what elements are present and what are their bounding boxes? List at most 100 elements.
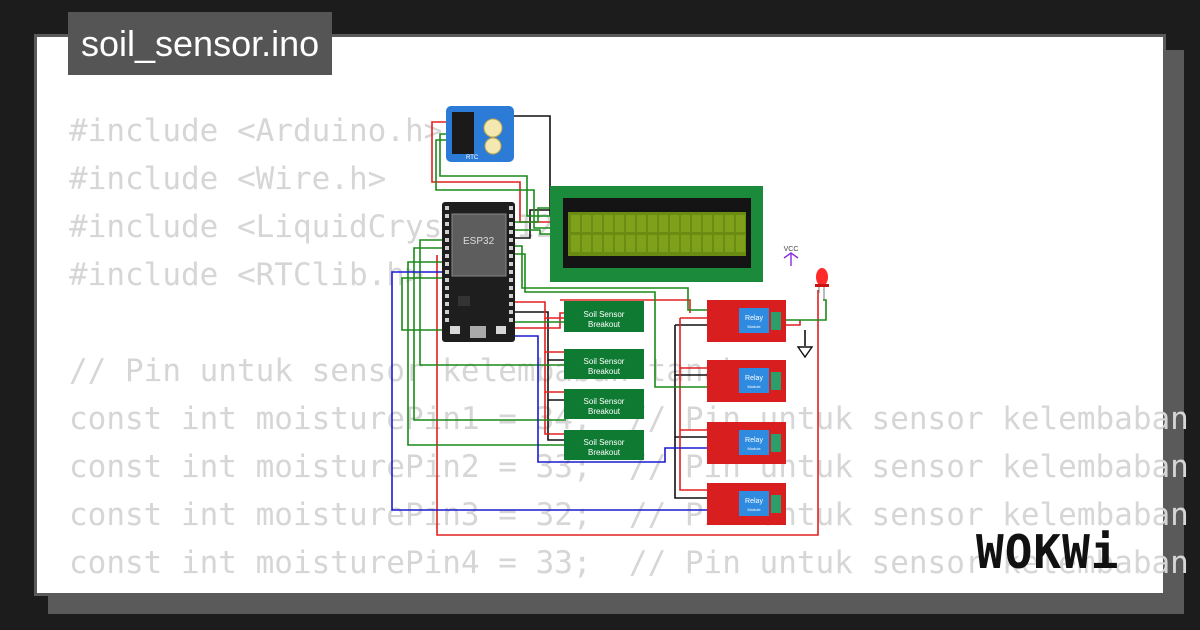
code-line: #include <Wire.h> [69,161,387,197]
lcd-cell [736,235,745,252]
esp32-pin [445,254,449,258]
wire-green [512,245,710,311]
relay-module[interactable]: Relay Module [707,483,786,525]
wire-red [544,392,566,435]
code-line: const int moisturePin2 = 33; // Pin untu… [69,449,1189,485]
soil-sensor-label: Soil Sensor [584,438,625,447]
soil-sensor-board [564,301,644,332]
esp32-button [450,326,460,334]
vcc-symbol[interactable]: VCC [783,246,799,266]
rtc-battery [484,137,502,155]
wire-red [512,312,566,329]
esp32-pin [509,294,513,298]
ground-triangle [796,346,814,359]
lcd-cell [571,215,580,232]
soil-sensor[interactable]: Soil Sensor Breakout [564,389,644,419]
lcd-cells [571,215,745,252]
esp32-pin [509,238,513,242]
lcd-cell [670,235,679,252]
rtc-module[interactable]: RTC [446,106,514,162]
esp32-pin [445,302,449,306]
esp32-pin [445,270,449,274]
relay-sublabel: Module [747,384,761,389]
lcd-cell [681,235,690,252]
soil-sensor-label: Soil Sensor [584,310,625,319]
esp32-pin [509,262,513,266]
esp32-label: ESP32 [463,236,495,247]
wire-black [512,311,566,361]
rtc-chip [452,112,474,154]
code-line: const int moisturePin3 = 32; // Pin untu… [69,497,1189,533]
esp32-pin [445,230,449,234]
relay-sublabel: Module [747,446,761,451]
esp32-pin [445,286,449,290]
lcd-cell [670,215,679,232]
vcc-label: VCC [784,246,799,253]
soil-sensor-board [564,430,644,460]
esp32-pin [509,246,513,250]
wire-green [407,261,566,446]
esp32-pin [445,310,449,314]
esp32-pin [509,310,513,314]
esp32-pin [445,238,449,242]
esp32-pin [509,222,513,226]
rtc-battery [483,118,503,138]
lcd-cell [637,215,646,232]
lcd-cell [593,235,602,252]
soil-sensor[interactable]: Soil Sensor Breakout [564,301,644,332]
code-background: #include <Arduino.h> #include <Wire.h> #in… [69,107,1189,587]
esp32-pin [445,206,449,210]
relay-module[interactable]: Relay Module [707,360,786,402]
soil-sensor-sublabel: Breakout [588,320,621,329]
soil-sensor-label: Soil Sensor [584,397,625,406]
relay-module[interactable]: Relay Module [707,422,786,464]
relay-block [739,430,769,455]
esp32-pin [445,318,449,322]
soil-sensor-sublabel: Breakout [588,407,621,416]
wire-green [413,247,566,421]
code-line: #include <Arduino.h> [69,113,443,149]
lcd-display[interactable] [550,186,763,282]
lcd-cell [615,235,624,252]
usb-port [470,326,486,338]
esp32-pin [509,206,513,210]
wire-green [515,207,556,223]
esp32-board[interactable]: ESP32 [442,202,515,342]
lcd-cell [725,235,734,252]
lcd-cell [703,215,712,232]
relay-label: Relay [745,315,763,322]
wire-black [547,360,566,401]
esp32-pin [445,214,449,218]
esp32-pin [509,286,513,290]
relay-terminal [771,372,781,390]
relay-terminal [771,312,781,330]
esp32-button [496,326,506,334]
wire-black [515,209,556,239]
relay-label: Relay [745,437,763,444]
relay-module[interactable]: Relay Module [707,300,786,342]
soil-sensor[interactable]: Soil Sensor Breakout [564,430,644,460]
lcd-cell [582,235,591,252]
esp32-pin [445,222,449,226]
wire-green [439,133,556,217]
relay-sublabel: Module [747,324,761,329]
code-line: #include <RTClib.h> [69,257,424,293]
esp32-chip [458,296,470,306]
soil-sensor-label: Soil Sensor [584,357,625,366]
soil-sensor-board [564,349,644,379]
esp32-pin [509,254,513,258]
lcd-cell [714,235,723,252]
led[interactable] [815,268,829,300]
code-line: const int moisturePin4 = 33; // Pin untu… [69,545,1189,581]
lcd-cell [692,215,701,232]
esp32-pin [445,278,449,282]
esp32-pin [445,262,449,266]
soil-sensor[interactable]: Soil Sensor Breakout [564,349,644,379]
ground-symbol[interactable] [796,346,814,359]
lcd-cell [604,215,613,232]
lcd-cell [626,215,635,232]
relay-block [739,308,769,333]
esp32-pin [509,230,513,234]
esp32-pin [509,318,513,322]
lcd-cell [615,215,624,232]
